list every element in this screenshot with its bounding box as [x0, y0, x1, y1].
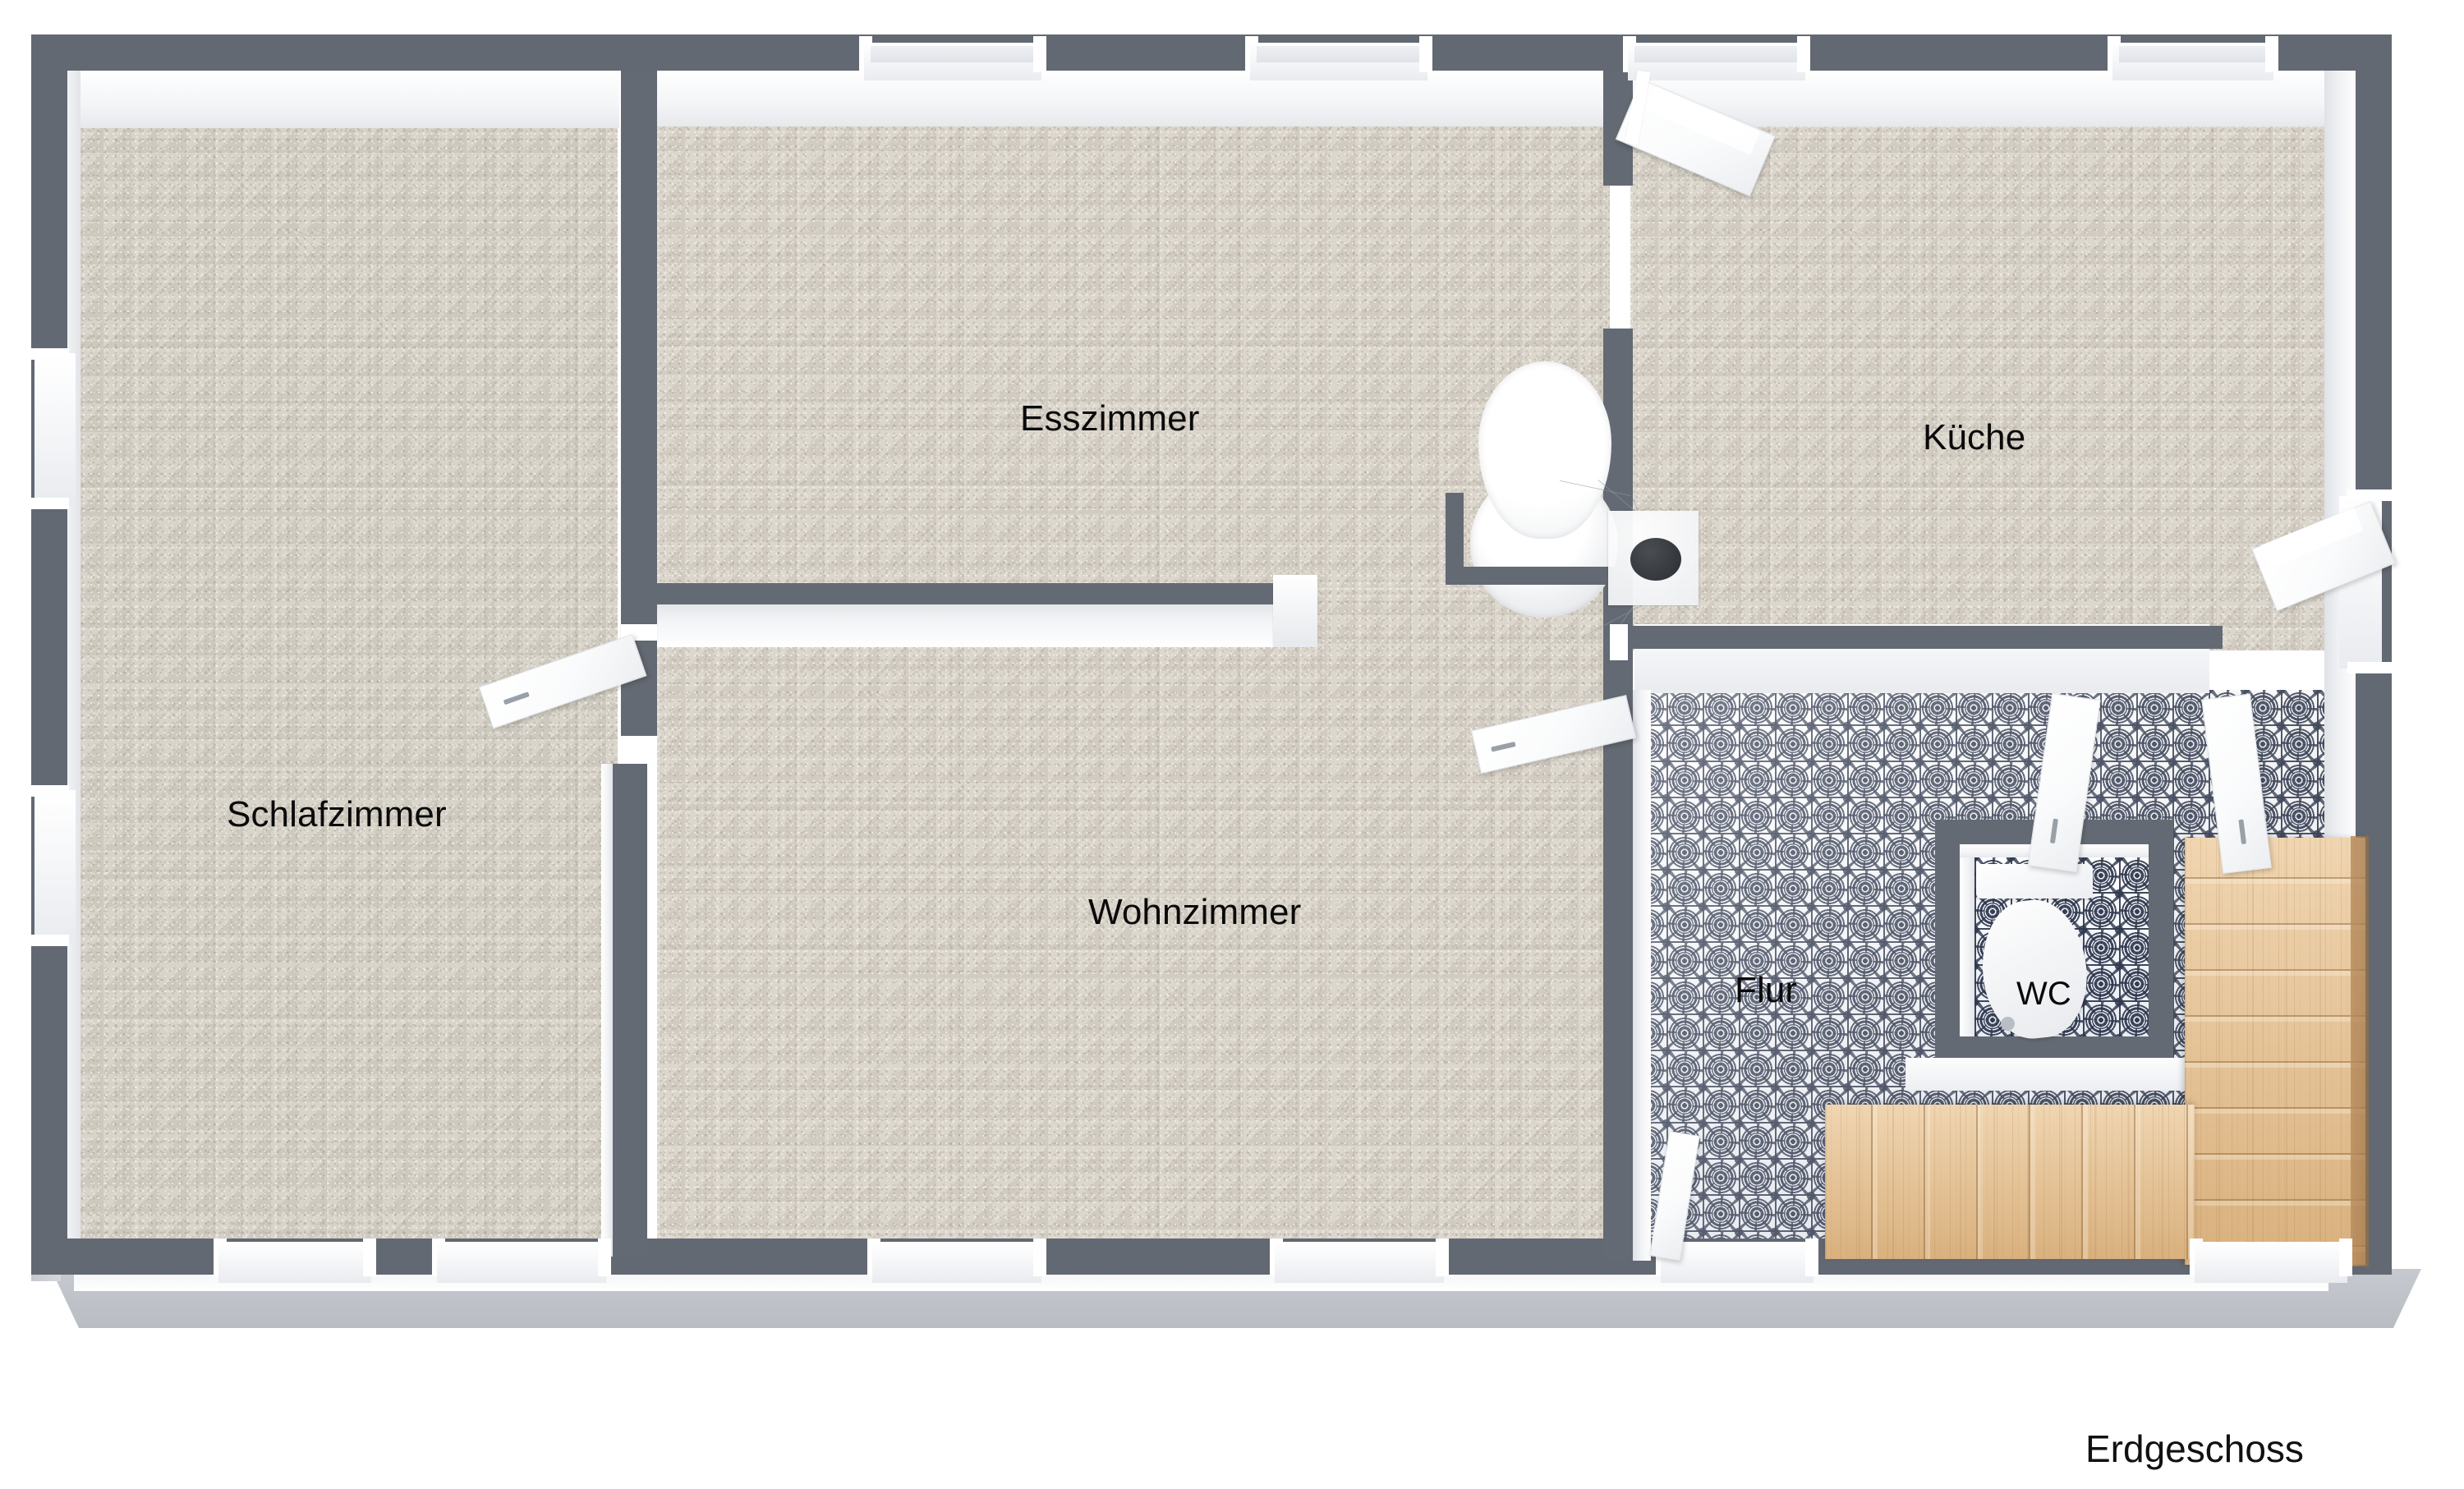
window-top-4-jamb-right	[2265, 36, 2278, 72]
window-top-3-glass	[1634, 46, 1799, 62]
room-label-wohnzimmer: Wohnzimmer	[1088, 892, 1302, 932]
window-bottom-0-jamb-right	[363, 1239, 376, 1276]
wallface-wohnzimmer-leftstub	[601, 764, 613, 1257]
window-bottom-4-jamb-right	[1805, 1239, 1818, 1276]
interior-wall-kueche-flur	[1633, 626, 2223, 649]
staircase-main-stringer	[2351, 836, 2369, 1266]
room-label-wc: WC	[2016, 976, 2071, 1012]
interior-wall-wohnzimmer-flur	[1603, 329, 1633, 1261]
room-label-esszimmer: Esszimmer	[1020, 398, 1200, 439]
staircase-main-treads	[2185, 838, 2365, 1265]
door-handle	[503, 692, 530, 705]
window-top-2-glass	[1257, 46, 1421, 62]
wall-endpost-esszimmer	[1273, 575, 1317, 647]
floor-caption: Erdgeschoss	[2085, 1427, 2304, 1470]
window-right-1-jamb-bottom	[2347, 662, 2392, 673]
floor-wohnzimmer	[657, 587, 1610, 1261]
floor-kueche	[1630, 125, 2324, 650]
window-bottom-2[interactable]	[872, 1242, 1041, 1283]
wallface-esszimmer-top	[657, 69, 1615, 126]
wallface-schlafzimmer-top	[79, 69, 619, 128]
door-handle	[1491, 741, 1516, 752]
window-bottom-1[interactable]	[437, 1242, 606, 1283]
window-bottom-4[interactable]	[1661, 1242, 1814, 1283]
wall-over-spiral	[1460, 567, 1621, 585]
window-bottom-1-jamb-right	[598, 1239, 611, 1276]
interior-wall-esszimmer-wohnzimmer	[657, 583, 1273, 604]
wc-wall-bottom	[1935, 1036, 2173, 1058]
window-bottom-5-jamb-right	[2339, 1239, 2352, 1276]
wc-face-left	[1960, 844, 1974, 1036]
interior-wall-schlafzimmer-wohnzimmer	[611, 764, 647, 1257]
wc-face-bottom	[1905, 1058, 2185, 1091]
door-handle	[2238, 819, 2247, 845]
interior-wall-spiral-left	[1446, 493, 1464, 585]
exterior-wall-top	[51, 34, 2359, 71]
door-handle	[2049, 818, 2058, 844]
window-top-4-glass	[2119, 46, 2267, 62]
window-left-2-jamb-bottom	[31, 935, 69, 946]
window-bottom-0[interactable]	[218, 1242, 371, 1283]
staircase-lower-treads	[1825, 1105, 2195, 1259]
staircase-lower	[1825, 1105, 2195, 1259]
window-left-2[interactable]	[34, 790, 76, 943]
wallface-flur-left	[1633, 690, 1651, 1261]
window-top-3-jamb-right	[1797, 36, 1810, 72]
window-left-1[interactable]	[34, 353, 76, 506]
window-top-1-jamb-right	[1033, 36, 1046, 72]
window-bottom-2-jamb-right	[1033, 1239, 1046, 1276]
staircase-main	[2185, 838, 2365, 1265]
exterior-wall-left	[31, 34, 67, 1275]
spiral-staircase-upper	[1478, 361, 1611, 539]
room-label-flur: Flur	[1735, 970, 1798, 1010]
wc-wall-left	[1935, 820, 1960, 1058]
room-label-kueche: Küche	[1923, 417, 2026, 457]
stove-burner	[1630, 538, 1681, 581]
floor-esszimmer	[657, 123, 1610, 587]
window-bottom-3[interactable]	[1275, 1242, 1444, 1283]
wallface-esszimmer-wohnzimmer	[657, 604, 1273, 647]
room-label-schlafzimmer: Schlafzimmer	[227, 794, 447, 834]
wc-wall-right	[2149, 820, 2173, 1058]
window-bottom-3-jamb-right	[1436, 1239, 1449, 1276]
door-esszimmer-jamb	[1610, 624, 1628, 660]
window-bottom-5[interactable]	[2195, 1242, 2347, 1283]
toilet-flush-button	[2001, 1017, 2015, 1031]
window-left-1-jamb-bottom	[31, 498, 69, 509]
window-top-2-jamb-right	[1419, 36, 1432, 72]
window-top-1-glass	[871, 46, 1035, 62]
